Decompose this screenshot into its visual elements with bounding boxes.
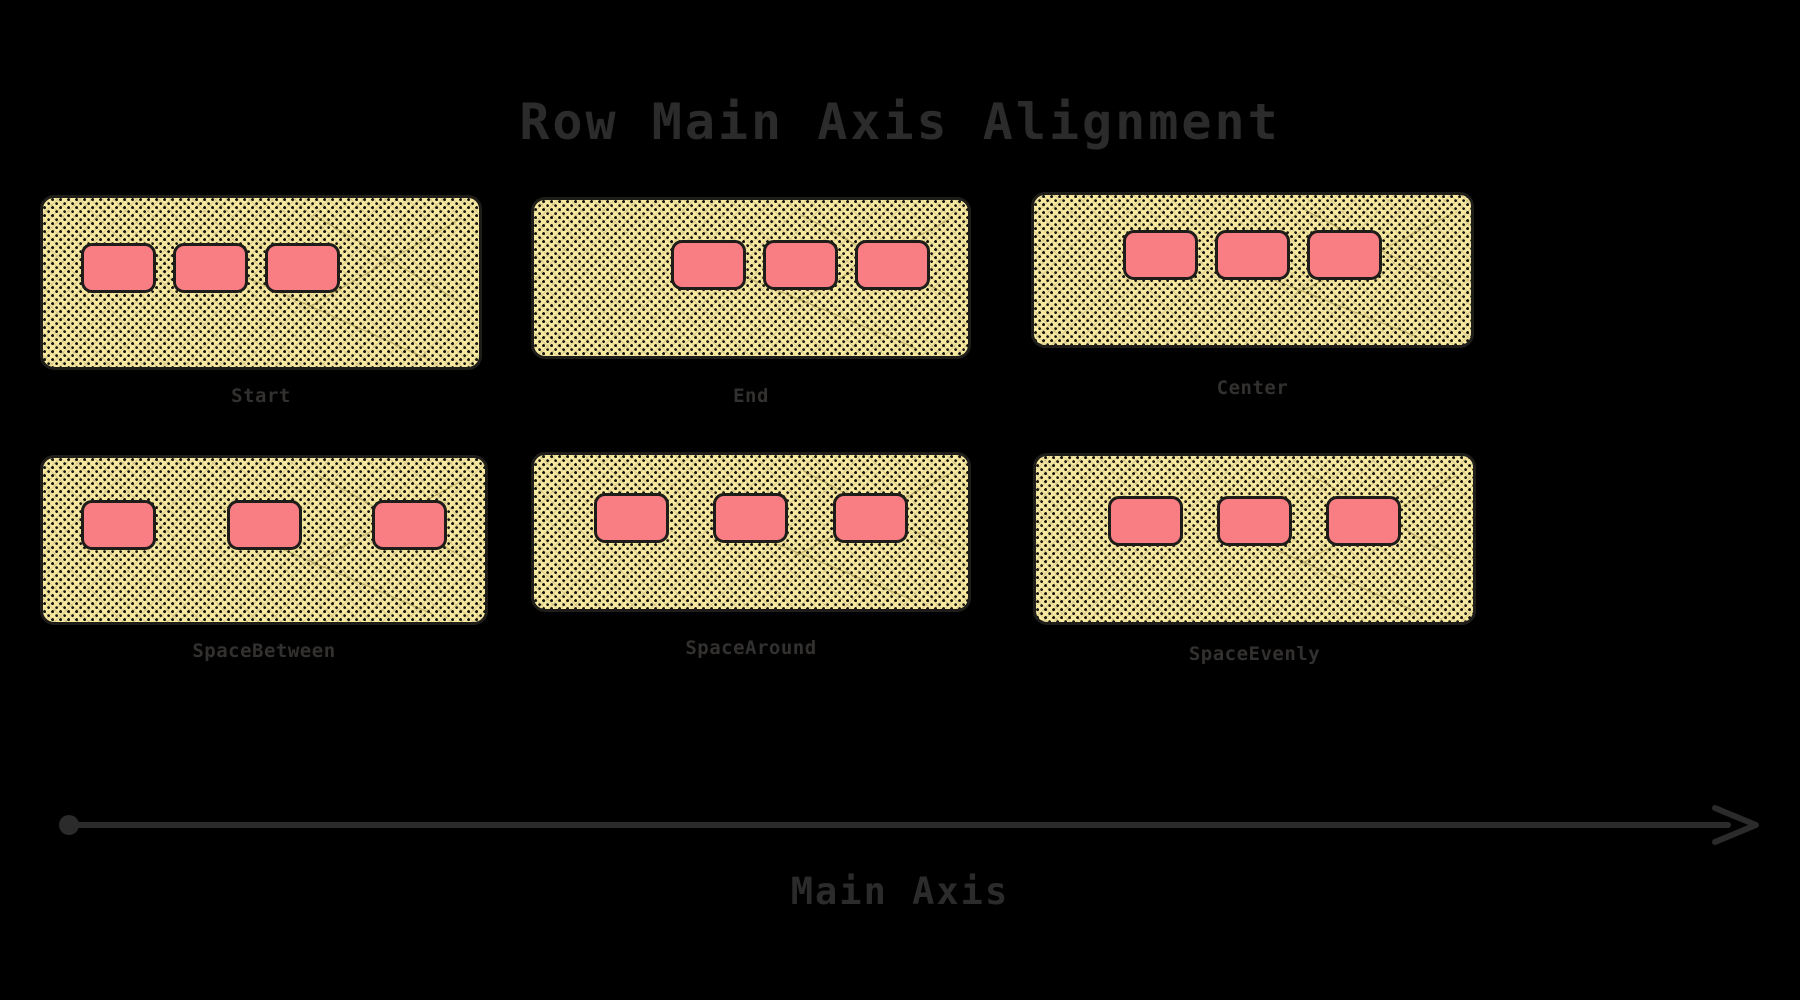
flex-item (1215, 230, 1290, 280)
flex-item (713, 493, 789, 543)
alignment-cell-label: Center (1216, 377, 1289, 399)
flex-item (1307, 230, 1382, 280)
main-axis-arrow (59, 805, 1759, 845)
alignment-cell-label: SpaceAround (685, 637, 817, 659)
flex-item (832, 493, 908, 543)
flex-items-row (534, 493, 968, 543)
flex-item (855, 240, 930, 290)
dot-endpoint-icon (59, 815, 79, 835)
alignment-cell-label: End (733, 385, 769, 407)
alignment-cell: Start (40, 195, 482, 430)
flex-container (531, 452, 971, 612)
flex-item (1217, 496, 1292, 546)
flex-container (40, 455, 488, 625)
flex-container (1033, 453, 1476, 625)
flex-item (372, 500, 447, 550)
flex-items-row (43, 500, 485, 550)
flex-item (763, 240, 838, 290)
arrowhead-right-icon (1712, 805, 1759, 845)
flex-items-row (1034, 230, 1471, 280)
flex-item (1108, 496, 1183, 546)
alignment-cell: SpaceAround (531, 452, 971, 672)
flex-item (594, 493, 670, 543)
flex-item (81, 500, 156, 550)
alignment-cell-label: SpaceEvenly (1188, 643, 1321, 665)
flex-item (81, 243, 156, 293)
flex-item (173, 243, 248, 293)
flex-item (226, 500, 302, 550)
flex-items-row (1036, 496, 1473, 546)
page-title: Row Main Axis Alignment (519, 93, 1281, 151)
alignment-cell: Center (1031, 192, 1474, 408)
flex-container (1031, 192, 1474, 348)
alignment-cell: SpaceBetween (40, 455, 488, 685)
alignment-cell: SpaceEvenly (1033, 453, 1476, 685)
flex-item (1326, 496, 1401, 546)
alignment-cell-label: SpaceBetween (192, 640, 336, 662)
flex-item (265, 243, 340, 293)
flex-container (40, 195, 482, 370)
flex-item (671, 240, 746, 290)
main-axis-label: Main Axis (790, 870, 1010, 913)
alignment-cell-label: Start (231, 385, 291, 407)
flex-container (531, 197, 971, 359)
flex-items-row (43, 243, 479, 293)
flex-item (1123, 230, 1198, 280)
flex-items-row (534, 240, 968, 290)
alignment-cell: End (531, 197, 971, 419)
